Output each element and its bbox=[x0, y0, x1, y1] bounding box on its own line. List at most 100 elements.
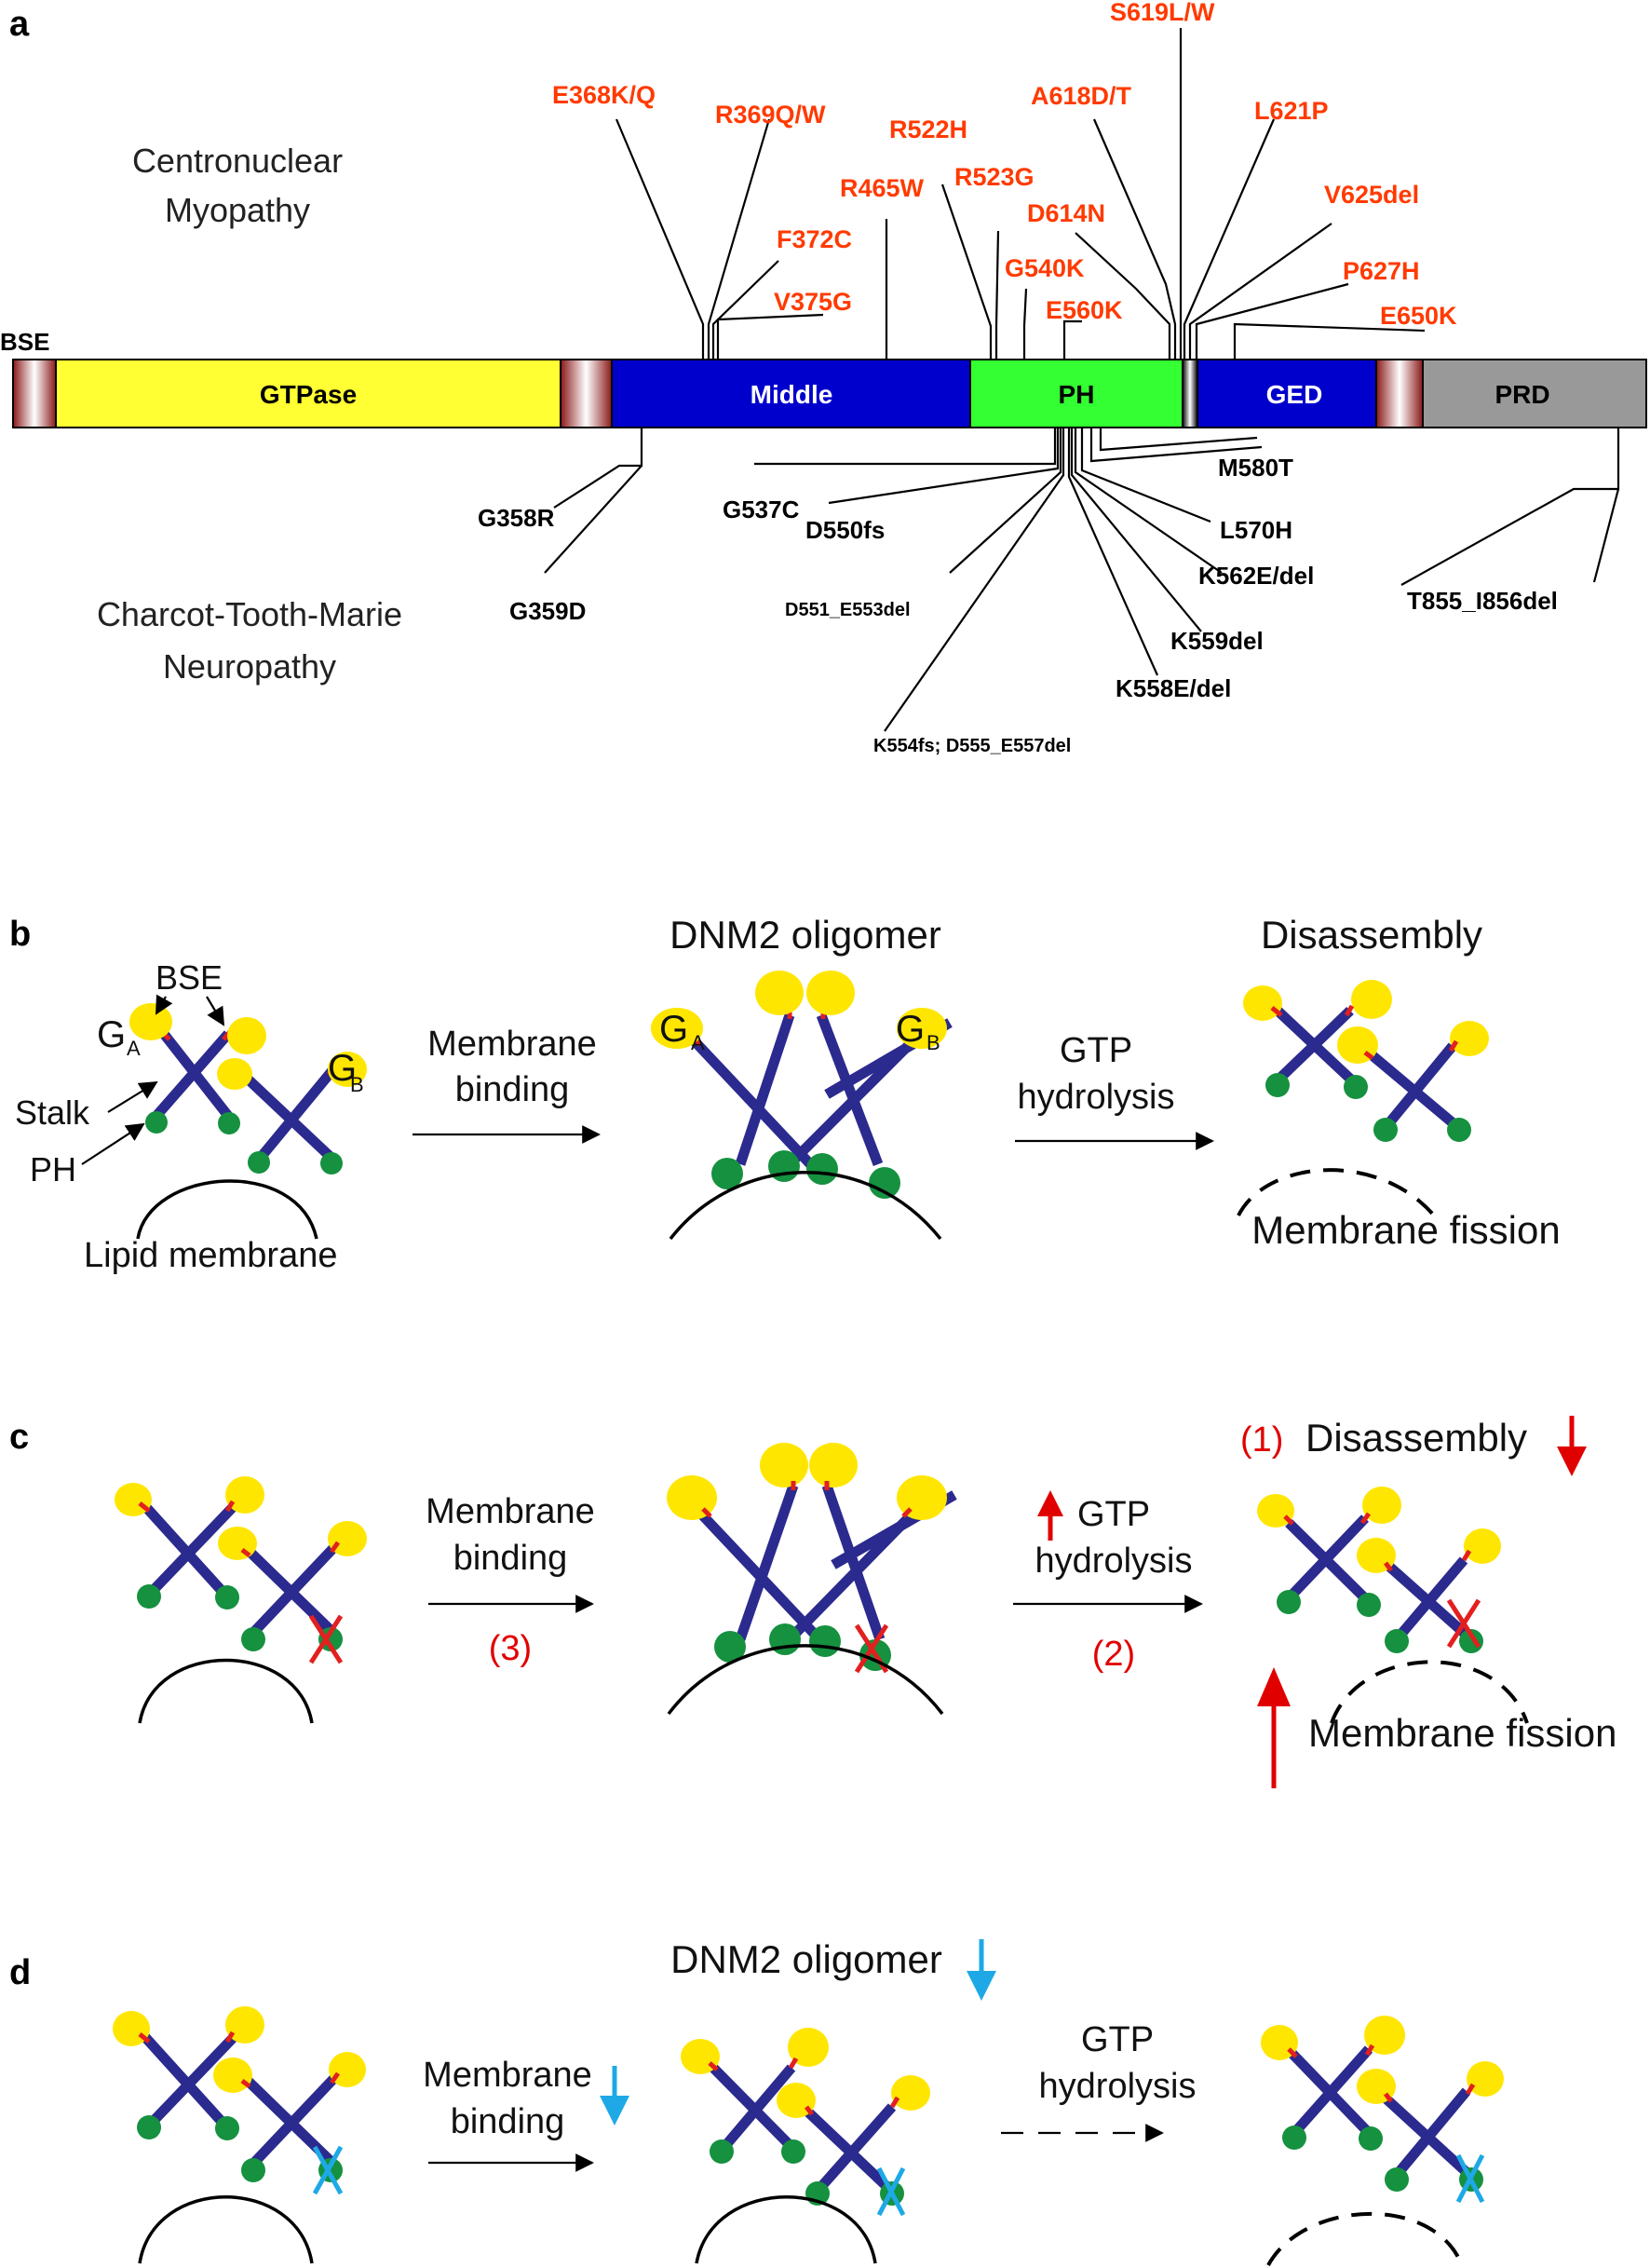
mutation-x-mark bbox=[312, 2145, 344, 2195]
ph-domain-circle bbox=[1359, 2126, 1383, 2151]
disassembly-title: Disassembly bbox=[1261, 913, 1482, 957]
cmt-mutation-labels: G358R G359D G537C D550fs D551_E553del K5… bbox=[478, 454, 1558, 756]
gtp-hydrolysis-line2: hydrolysis bbox=[1018, 1078, 1175, 1117]
cmt-mutation: G537C bbox=[723, 496, 800, 523]
cmt-mutation: K559del bbox=[1170, 627, 1264, 655]
g-b-label: G bbox=[328, 1048, 357, 1089]
cmt-mutation: M580T bbox=[1218, 454, 1293, 482]
g-b-subscript: B bbox=[350, 1073, 364, 1096]
disassembly-title: Disassembly bbox=[1305, 1416, 1527, 1460]
g-b-subscript-oligomer: B bbox=[926, 1031, 940, 1054]
panel-d: d DNM2 oligomer Membrane binding bbox=[9, 1937, 1504, 2266]
g-domain bbox=[1467, 2061, 1504, 2097]
g-domain bbox=[225, 1476, 264, 1514]
g-domain bbox=[651, 1008, 703, 1049]
g-domain bbox=[1364, 2016, 1405, 2055]
cmt-mutation: L570H bbox=[1220, 516, 1292, 544]
bse-annotation: BSE bbox=[156, 958, 223, 997]
g-a-subscript: A bbox=[127, 1037, 141, 1060]
g-domain bbox=[755, 971, 804, 1015]
g-a-label: G bbox=[97, 1014, 126, 1055]
decrease-arrow-head bbox=[967, 1971, 996, 2001]
ph-domain-circle bbox=[1373, 1118, 1398, 1142]
g-domain-b bbox=[328, 1052, 367, 1087]
cnm-mutation: A618D/T bbox=[1031, 82, 1132, 110]
ph-domain-circle bbox=[711, 1158, 743, 1189]
cnm-mutation: V375G bbox=[774, 288, 852, 316]
cnm-mutation: V625del bbox=[1324, 181, 1419, 209]
dnm2-oligomer-title: DNM2 oligomer bbox=[670, 1937, 942, 1981]
cmt-mutation: D551_E553del bbox=[785, 600, 911, 620]
membrane-binding-line2: binding bbox=[455, 1070, 570, 1109]
ph-domain-circle bbox=[714, 1631, 746, 1663]
ph-domain-circle bbox=[710, 2139, 734, 2164]
cmt-mutation: K554fs; D555_E557del bbox=[873, 736, 1071, 756]
cnm-mutation: S619L/W bbox=[1110, 0, 1215, 26]
ph-domain-circle bbox=[1282, 2125, 1306, 2150]
ged-label: GED bbox=[1266, 380, 1323, 409]
fissioned-membrane bbox=[1330, 1660, 1529, 1724]
decrease-arrow-head bbox=[600, 2096, 629, 2125]
cnm-label-line1: Centronuclear bbox=[132, 142, 343, 180]
mutation-x-mark bbox=[308, 1614, 344, 1664]
cnm-mutation: L621P bbox=[1254, 97, 1329, 125]
bse-label: BSE bbox=[0, 328, 49, 356]
cnm-mutation: E560K bbox=[1046, 296, 1123, 324]
disassembled-dimers bbox=[1237, 980, 1489, 1217]
panel-b-letter: b bbox=[9, 915, 31, 954]
membrane-arc bbox=[138, 2195, 314, 2264]
cmt-mutation: K562E/del bbox=[1198, 562, 1314, 590]
ph-annotation: PH bbox=[30, 1150, 76, 1188]
g-domain bbox=[225, 2006, 264, 2044]
ph-domain-circle bbox=[768, 1150, 800, 1182]
cmt-leader-lines bbox=[544, 428, 1620, 732]
cmt-mutation: G358R bbox=[478, 504, 555, 532]
panel-a: a Centronuclear Myopathy Charcot-Tooth-M… bbox=[0, 0, 1647, 756]
g-domain bbox=[213, 2057, 252, 2093]
ph-label: PH bbox=[1059, 380, 1095, 409]
ph-domain-circle bbox=[248, 1151, 270, 1174]
membrane-fission-label: Membrane fission bbox=[1251, 1208, 1560, 1252]
g-domain bbox=[329, 2052, 366, 2087]
decrease-arrow-head bbox=[1557, 1446, 1587, 1476]
bse-segment-1 bbox=[12, 359, 57, 428]
mutation-x-mark bbox=[1455, 2153, 1485, 2204]
membrane-binding-line1: Membrane bbox=[427, 1025, 597, 1064]
cmt-label-line1: Charcot-Tooth-Marie bbox=[97, 595, 402, 633]
ph-domain-circle bbox=[1385, 2167, 1409, 2192]
ph-domain-circle bbox=[1277, 1590, 1301, 1614]
cmt-mutation: T855_I856del bbox=[1407, 587, 1558, 615]
g-domain bbox=[788, 2028, 829, 2067]
g-domain bbox=[217, 1058, 252, 1090]
ph-domain-circle bbox=[1447, 1118, 1471, 1142]
gtp-hydrolysis-line2: hydrolysis bbox=[1039, 2067, 1197, 2106]
ph-domain bbox=[969, 359, 1183, 428]
g-domain bbox=[1362, 1487, 1401, 1524]
step-number-2: (2) bbox=[1092, 1635, 1135, 1674]
bse-segment-4 bbox=[1375, 359, 1424, 428]
cnm-mutation: D614N bbox=[1027, 199, 1105, 227]
panel-b: b BSE G A G B Stalk bbox=[9, 913, 1561, 1275]
cnm-mutation: F372C bbox=[777, 225, 852, 253]
ph-domain-circle bbox=[241, 1627, 265, 1651]
step-number-3: (3) bbox=[489, 1629, 532, 1668]
mutation-x-mark bbox=[876, 2166, 906, 2217]
membrane-binding-line1: Membrane bbox=[423, 2056, 592, 2095]
membrane-arc bbox=[138, 1658, 314, 1724]
ph-domain-circle bbox=[769, 1623, 801, 1655]
prd-label: PRD bbox=[1494, 380, 1549, 409]
g-domain bbox=[1464, 1528, 1501, 1564]
g-domain bbox=[218, 1527, 257, 1560]
cmt-mutation: G359D bbox=[509, 597, 586, 625]
ph-domain-circle bbox=[809, 1625, 841, 1657]
gtp-hydrolysis-line2: hydrolysis bbox=[1035, 1541, 1193, 1581]
ph-domain-circle bbox=[137, 1584, 161, 1609]
g-domain bbox=[1351, 980, 1392, 1019]
dnm2-oligomer bbox=[651, 971, 953, 1241]
gtp-hydrolysis-line1: GTP bbox=[1060, 1031, 1132, 1070]
cnm-mutation: P627H bbox=[1343, 257, 1420, 285]
ph-domain-circle bbox=[137, 2115, 161, 2139]
panel-c: c Membrane binding (3) bbox=[9, 1416, 1616, 1788]
membrane-binding-line2: binding bbox=[453, 1539, 568, 1578]
cnm-mutation: G540K bbox=[1005, 254, 1085, 282]
